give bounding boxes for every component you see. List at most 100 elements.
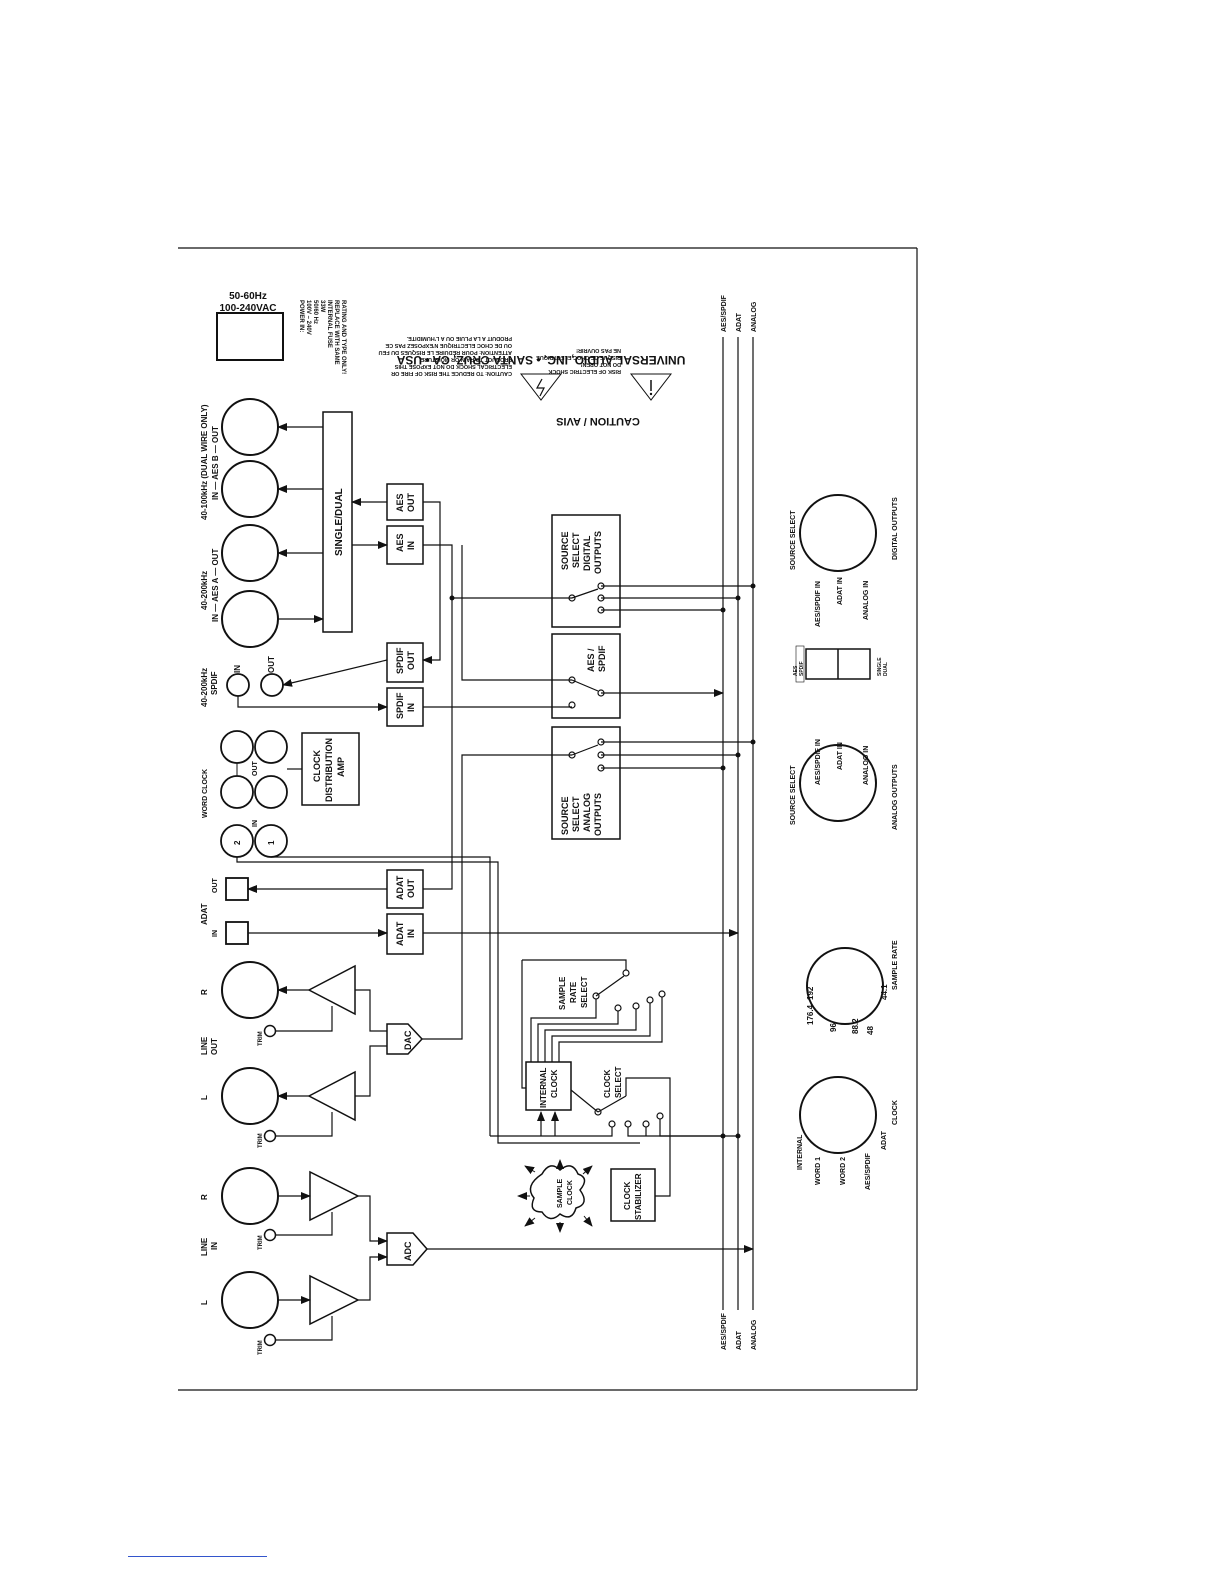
line-out-l-connector[interactable] — [221, 1067, 279, 1125]
source-select-digital-knob[interactable] — [799, 494, 877, 572]
spdif-in-connector[interactable] — [226, 673, 250, 697]
word-clock-out-connector[interactable] — [254, 775, 288, 809]
line-in-l-connector[interactable] — [221, 1271, 279, 1329]
svg-text:ANALOG OUTPUTS: ANALOG OUTPUTS — [892, 764, 899, 830]
aes-a-out-connector[interactable] — [221, 524, 279, 582]
aes-a-in-connector[interactable] — [221, 590, 279, 648]
word-clock-out-connector[interactable] — [254, 730, 288, 764]
svg-text:SOURCE: SOURCE — [560, 531, 570, 570]
svg-text:SINGLE/DUAL: SINGLE/DUAL — [334, 488, 345, 556]
svg-text:SELECT: SELECT — [580, 976, 589, 1008]
svg-text:WORD 1: WORD 1 — [815, 1157, 822, 1185]
trim-in-r-knob[interactable] — [263, 1228, 277, 1242]
svg-text:RATE: RATE — [569, 981, 578, 1003]
svg-text:ADAT: ADAT — [736, 312, 743, 332]
bus-junctions — [449, 583, 756, 1139]
svg-text:NE PAS OUVRIR!: NE PAS OUVRIR! — [576, 347, 621, 353]
line-in-r-amp — [309, 1170, 360, 1222]
svg-text:ANALOG IN: ANALOG IN — [863, 581, 870, 620]
svg-text:RISQUE DE CHOC ELECTRIQUE: RISQUE DE CHOC ELECTRIQUE — [536, 354, 621, 360]
svg-text:SPDIF: SPDIF — [799, 661, 805, 676]
svg-text:AES/SPDIF: AES/SPDIF — [721, 294, 728, 332]
svg-text:88.2: 88.2 — [851, 1018, 860, 1034]
svg-text:AES/SPDIF: AES/SPDIF — [721, 1312, 728, 1350]
company-legend: UNIVERSAL AUDIO, INC. • SANTA CRUZ, CA •… — [379, 335, 686, 427]
svg-text:CLOCK: CLOCK — [550, 1069, 559, 1098]
lightning-warning-icon — [519, 373, 563, 401]
power-freq: 50-60Hz — [229, 291, 267, 302]
sample-rate-knob[interactable] — [806, 947, 884, 1025]
svg-text:SELECT: SELECT — [571, 796, 581, 832]
single-dual-block — [322, 411, 353, 633]
dac-block — [386, 1023, 424, 1055]
svg-text:2: 2 — [233, 840, 242, 845]
adat-in-port[interactable] — [225, 921, 249, 945]
svg-text:SAMPLE RATE: SAMPLE RATE — [892, 940, 899, 990]
clock-distribution-amp-block — [301, 732, 360, 806]
caution-title: CAUTION / AVIS — [556, 415, 640, 427]
svg-text:96: 96 — [829, 1023, 838, 1032]
power-inlet[interactable] — [216, 312, 284, 361]
word-clock-section: WORD CLOCK OUT 2 1 IN — [202, 730, 288, 858]
line-in-l-amp — [309, 1274, 360, 1326]
svg-text:ADAT: ADAT — [881, 1130, 888, 1150]
svg-text:AMP: AMP — [336, 757, 346, 777]
svg-text:INTERNAL: INTERNAL — [797, 1134, 804, 1170]
knob-digital-section: SOURCE SELECT AES/SPDIF IN ADAT IN ANALO… — [790, 494, 899, 627]
svg-text:INTERNAL: INTERNAL — [539, 1067, 548, 1108]
svg-text:DUAL: DUAL — [883, 662, 889, 676]
clock-source-knob[interactable] — [799, 1076, 877, 1154]
trim-out-l-knob[interactable] — [263, 1129, 277, 1143]
line-in-r-connector[interactable] — [221, 1167, 279, 1225]
aes-b-out-connector[interactable] — [221, 398, 279, 456]
svg-text:AES/SPDIF IN: AES/SPDIF IN — [815, 581, 822, 627]
svg-text:TRIM: TRIM — [258, 1340, 264, 1355]
line-out-r-connector[interactable] — [221, 961, 279, 1019]
aes-in-block — [386, 525, 424, 565]
svg-text:TRIM: TRIM — [258, 1031, 264, 1046]
svg-text:SAMPLE: SAMPLE — [557, 1179, 564, 1209]
svg-text:OUT: OUT — [252, 761, 259, 777]
svg-text:IN: IN — [233, 665, 242, 673]
svg-text:INTERNAL FUSE: INTERNAL FUSE — [326, 300, 332, 348]
svg-text:44.1: 44.1 — [880, 984, 889, 1000]
svg-text:AES/SPDIF: AES/SPDIF — [865, 1152, 872, 1190]
svg-text:SINGLE: SINGLE — [877, 657, 883, 676]
svg-text:ADAT: ADAT — [200, 903, 209, 925]
trim-out-r-knob[interactable] — [263, 1024, 277, 1038]
svg-text:ADAT: ADAT — [395, 875, 405, 900]
svg-text:192: 192 — [806, 986, 815, 1000]
svg-text:ANALOG: ANALOG — [751, 301, 758, 332]
svg-text:AES: AES — [395, 533, 405, 552]
svg-text:PRODUIT A LA PLUIE OU A L'HUMI: PRODUIT A LA PLUIE OU A L'HUMIDITE. — [406, 335, 512, 341]
spdif-out-connector[interactable] — [260, 673, 284, 697]
svg-text:ADAT IN: ADAT IN — [837, 577, 844, 605]
trim-in-l-knob[interactable] — [263, 1333, 277, 1347]
svg-text:AES/SPDIF IN: AES/SPDIF IN — [815, 739, 822, 785]
aes-b-in-connector[interactable] — [221, 460, 279, 518]
svg-text:PRODUCT TO RAIN OR MOISTURE.: PRODUCT TO RAIN OR MOISTURE. — [418, 356, 512, 362]
word-clock-out-connector[interactable] — [220, 775, 254, 809]
svg-text:SAMPLE: SAMPLE — [558, 976, 567, 1010]
svg-text:IN: IN — [210, 1242, 219, 1250]
svg-text:AES: AES — [395, 493, 405, 512]
source-select-analog-knob[interactable] — [799, 744, 877, 822]
svg-text:ADAT: ADAT — [395, 921, 405, 946]
adat-out-port[interactable] — [225, 877, 249, 901]
svg-text:OUT: OUT — [406, 879, 416, 899]
svg-text:176.4: 176.4 — [806, 1004, 815, 1025]
svg-text:OUT: OUT — [406, 651, 416, 671]
svg-text:100V – 240V: 100V – 240V — [305, 300, 311, 335]
single-dual-toggle-section: AES SPDIF SINGLE DUAL — [793, 645, 889, 683]
word-clock-out-connector[interactable] — [220, 730, 254, 764]
svg-text:33W: 33W — [319, 300, 325, 313]
svg-text:40-200kHz: 40-200kHz — [200, 571, 209, 610]
svg-text:WORD 2: WORD 2 — [840, 1157, 847, 1185]
svg-text:TRIM: TRIM — [258, 1133, 264, 1148]
sample-clock-cloud — [529, 1165, 586, 1220]
svg-text:SELECT: SELECT — [614, 1066, 623, 1098]
power-spec: POWER IN: 100V – 240V 50/60 Hz 33W INTER… — [298, 300, 346, 374]
exclamation-warning-icon — [629, 373, 673, 401]
svg-text:IN: IN — [406, 703, 416, 712]
svg-text:IN: IN — [212, 930, 219, 937]
